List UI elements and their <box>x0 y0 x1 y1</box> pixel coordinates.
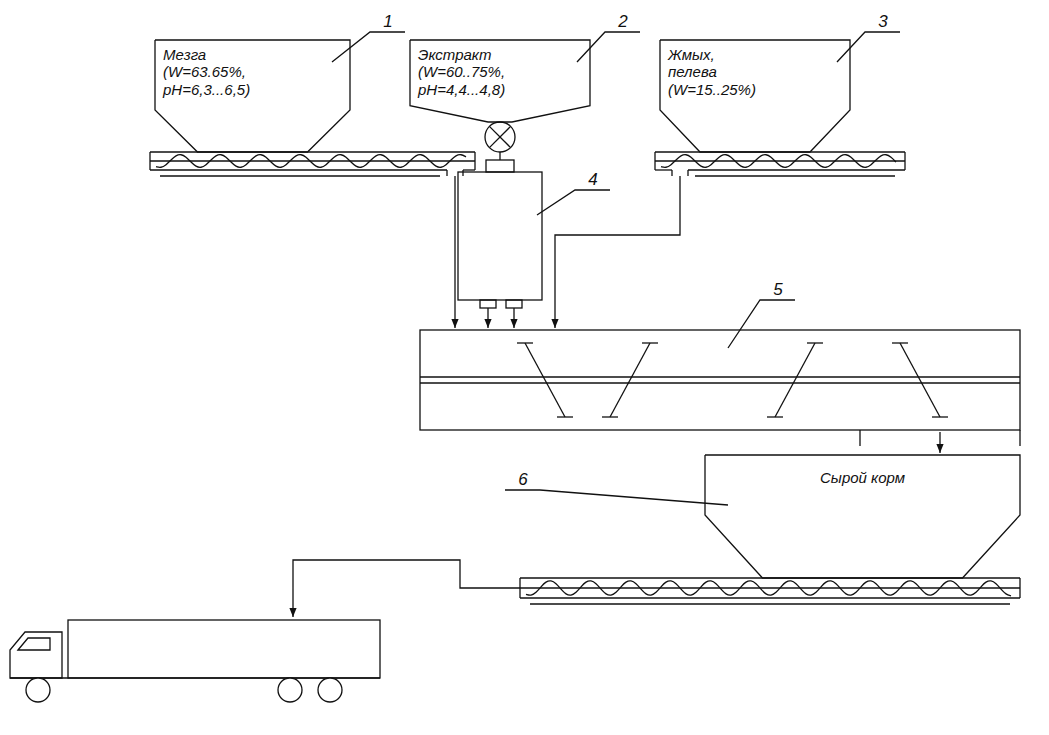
screw-conveyor <box>150 169 447 170</box>
rotary-feeder <box>489 126 510 147</box>
flow-arrow <box>454 176 455 328</box>
mixer <box>859 430 860 446</box>
mixer <box>557 416 573 417</box>
leader-line <box>332 32 900 505</box>
callout-number: 6 <box>508 471 538 489</box>
screw-conveyor <box>520 597 1020 598</box>
flow-arrow <box>939 432 940 453</box>
screw-conveyor <box>520 578 1020 604</box>
mixer <box>517 342 533 343</box>
truck <box>26 678 50 702</box>
screw-conveyor <box>695 175 895 176</box>
screw-conveyor <box>687 170 688 176</box>
tank <box>480 300 496 308</box>
rotary-feeder <box>489 126 510 147</box>
hopper-label: Сырой корм <box>715 455 1010 486</box>
screw-conveyor <box>463 169 475 170</box>
truck <box>10 632 62 678</box>
hopper-label: Экстракт (W=60..75%, pH=4,4...4,8) <box>418 40 533 98</box>
mixer <box>642 342 658 343</box>
leader-line <box>537 190 610 215</box>
mixer <box>525 343 565 417</box>
screw-conveyor <box>160 175 440 176</box>
mixer <box>420 376 1020 377</box>
hopper: Экстракт (W=60..75%, pH=4,4...4,8) <box>410 40 590 122</box>
callout-number: 2 <box>608 13 638 31</box>
hopper-outline <box>705 455 1020 578</box>
callout-number: 1 <box>373 13 403 31</box>
screw-shaft <box>520 587 1020 588</box>
truck <box>68 620 380 678</box>
hopper-outline <box>660 40 850 152</box>
screw-conveyor <box>462 170 463 176</box>
tank <box>458 172 542 300</box>
hopper-label: Жмых, пелева (W=15..25%) <box>668 40 760 98</box>
mixer <box>420 330 1020 430</box>
hopper: Жмых, пелева (W=15..25%) <box>660 40 850 152</box>
screw-conveyor <box>655 152 905 176</box>
mixer <box>892 342 908 343</box>
mixer <box>775 343 815 417</box>
truck <box>10 677 380 678</box>
hopper-label: Мезга (W=63.65%, pH=6,3...6,5) <box>163 40 278 98</box>
mixer <box>1019 430 1020 446</box>
mixer <box>602 416 618 417</box>
truck <box>278 678 302 702</box>
leader-line <box>505 490 728 505</box>
process-drawing <box>10 32 1020 702</box>
flow-arrow <box>487 308 488 328</box>
hopper-outline <box>410 40 590 122</box>
mixer <box>932 416 948 417</box>
screw-shaft <box>655 160 905 161</box>
truck <box>318 678 342 702</box>
mixer <box>807 342 823 343</box>
mixer <box>610 343 650 417</box>
flow-arrow <box>555 176 680 328</box>
tank <box>458 160 542 308</box>
leader-line <box>577 32 640 62</box>
rotary-feeder <box>485 122 515 152</box>
truck <box>18 638 50 650</box>
screw-conveyor <box>150 152 475 176</box>
screw-flight <box>150 155 1020 596</box>
screw-conveyor <box>688 169 905 170</box>
leader-line <box>332 32 405 62</box>
callout-number: 3 <box>868 13 898 31</box>
hopper: Мезга (W=63.65%, pH=6,3...6,5) <box>155 40 350 152</box>
leader-line <box>837 32 900 62</box>
mixer <box>767 416 783 417</box>
screw-conveyor <box>530 603 1010 604</box>
screw-shaft <box>150 160 475 161</box>
flow-arrow <box>513 308 514 328</box>
mixer <box>420 382 1020 383</box>
leader-line <box>728 300 795 348</box>
tank <box>486 160 514 172</box>
mixer <box>420 330 1020 446</box>
callout-number: 5 <box>763 281 793 299</box>
hopper: Сырой корм <box>705 455 1020 578</box>
hopper-outline <box>155 40 350 152</box>
flow-arrow <box>293 560 520 617</box>
rotary-feeder <box>499 152 500 160</box>
truck <box>10 620 380 702</box>
mixer <box>900 343 940 417</box>
rotary-feeder <box>485 122 515 160</box>
screw-conveyor <box>671 170 672 176</box>
callout-number: 4 <box>578 171 608 189</box>
tank <box>506 300 522 308</box>
screw-conveyor <box>446 170 447 176</box>
screw-conveyor <box>655 169 672 170</box>
